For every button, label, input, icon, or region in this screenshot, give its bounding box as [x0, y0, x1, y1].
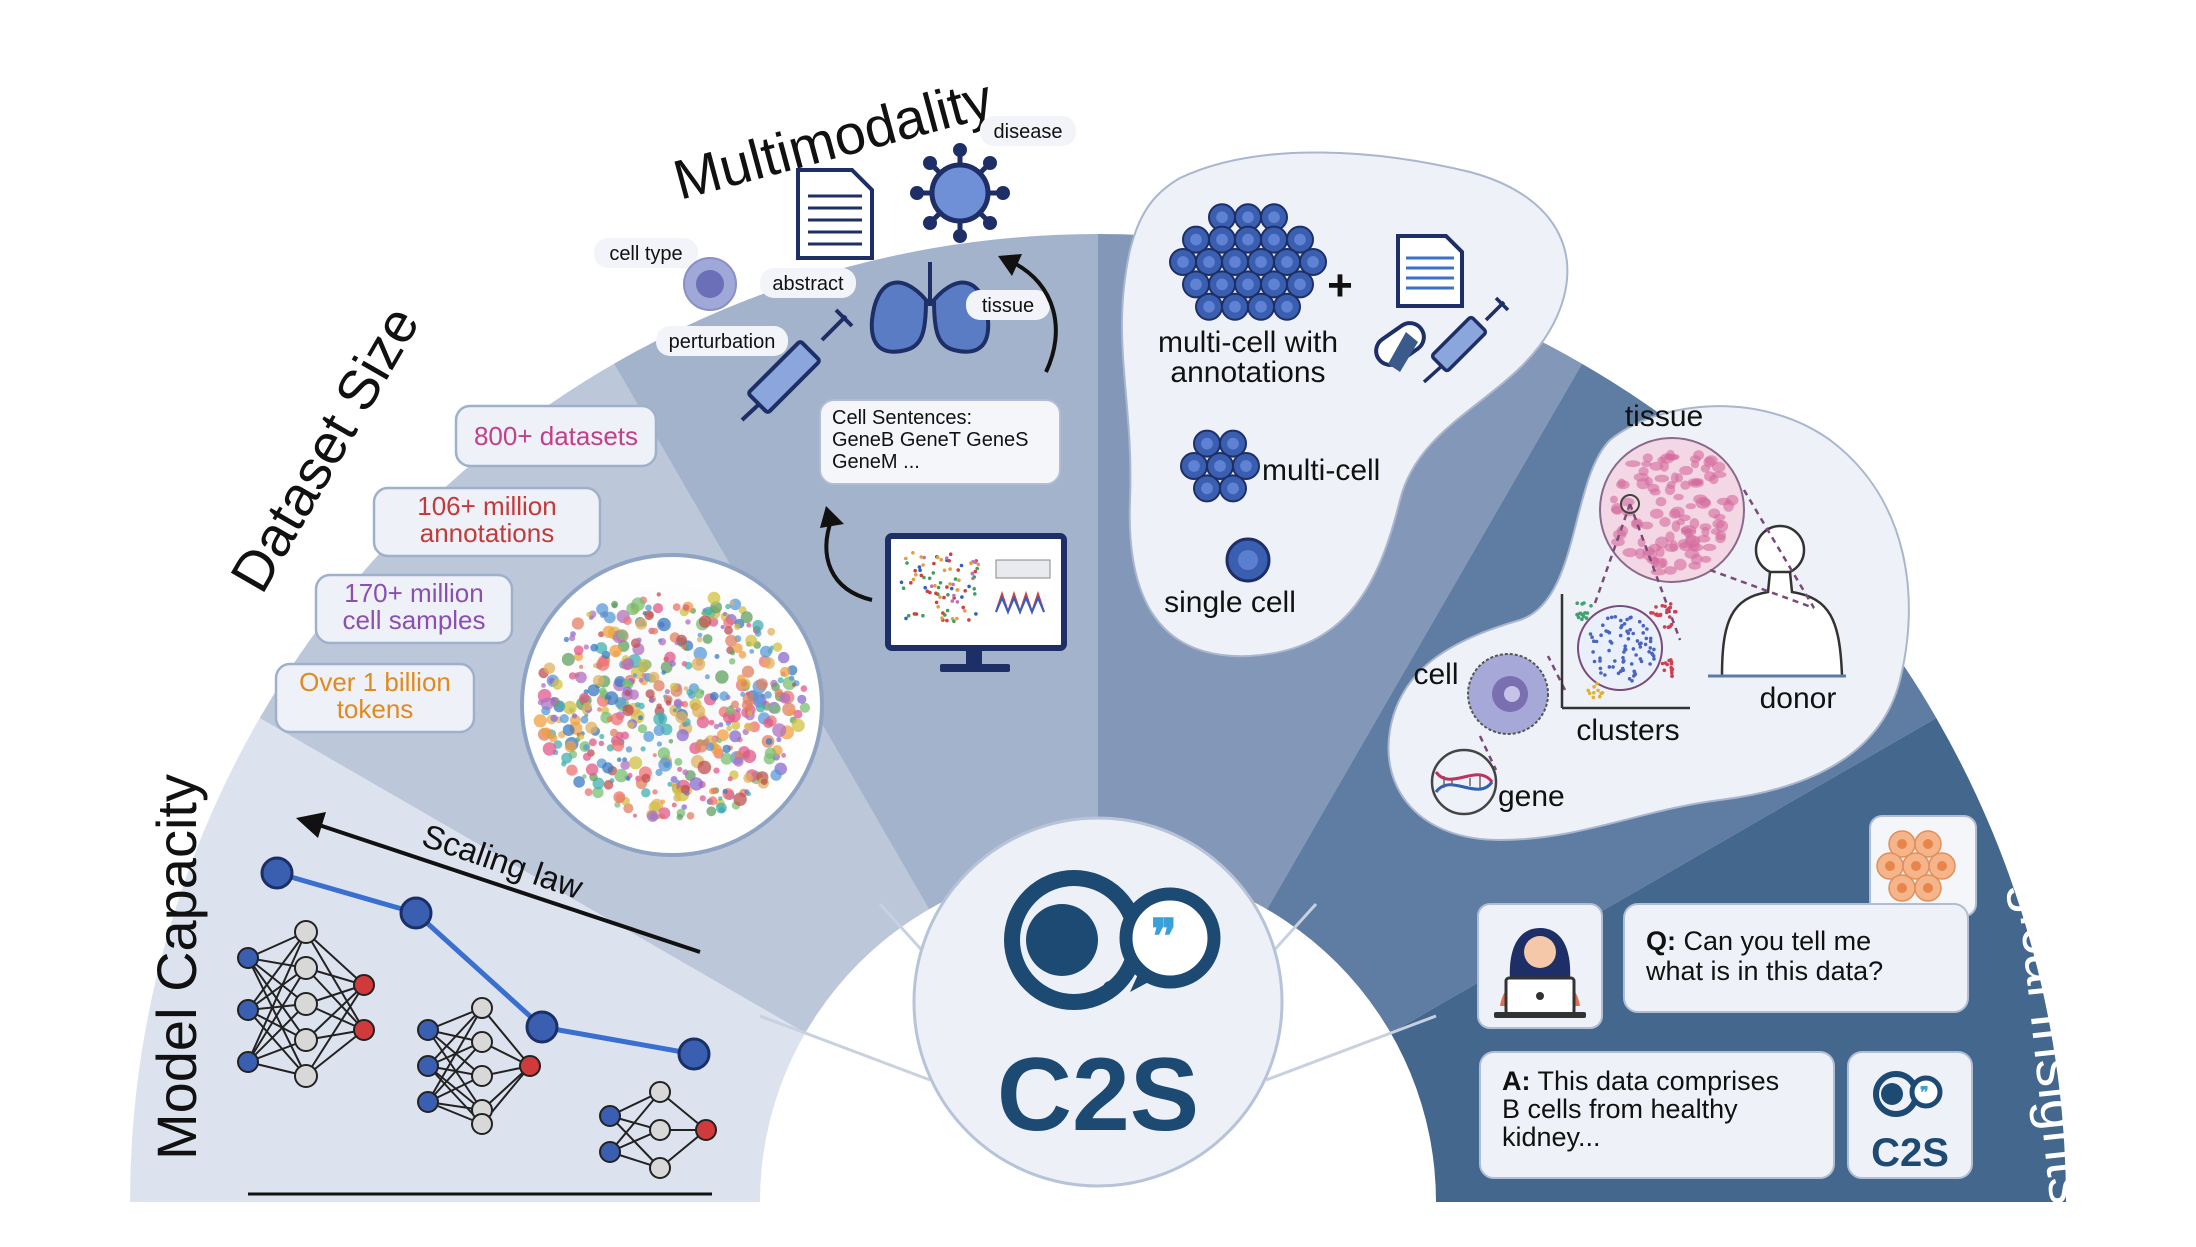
svg-text:abstract: abstract [772, 273, 844, 295]
tag-cell-type: cell type [594, 238, 698, 268]
cell-label: cell [1413, 658, 1458, 691]
syringe-small-icon [1422, 296, 1510, 384]
document-icon [796, 168, 874, 260]
question-box: Q: Can you tell me what is in this data? [1623, 903, 1969, 1013]
svg-text:what is in this data?: what is in this data? [1645, 956, 1883, 986]
multi-cell-label: multi-cell [1262, 454, 1380, 487]
svg-text:Cell Sentences:: Cell Sentences: [832, 407, 972, 429]
scaling-curve [276, 870, 695, 1057]
tissue-label: tissue [1625, 400, 1703, 433]
mini-c2s-logo-text: C2S [1871, 1131, 1949, 1175]
svg-text:cell type: cell type [609, 243, 682, 265]
multimodality-section: Multimodality disease [594, 66, 1076, 672]
annotation-document-icon [1396, 234, 1464, 308]
neural-network-large [237, 920, 375, 1088]
neural-network-small [599, 1081, 717, 1179]
svg-text:A: This data comprises: A: This data comprises [1502, 1066, 1779, 1096]
tag-abstract: abstract [760, 268, 856, 298]
clusters-label: clusters [1576, 714, 1679, 747]
syringe-icon [740, 308, 854, 422]
plus-sign: + [1327, 261, 1353, 310]
svg-text:kidney...: kidney... [1502, 1122, 1601, 1152]
svg-text:❞: ❞ [1151, 911, 1177, 964]
tag-perturbation: perturbation [656, 326, 788, 356]
c2s-logo-text: C2S [997, 1037, 1199, 1153]
cell-image-box [1869, 815, 1977, 917]
model-capacity-title: Model Capacity [145, 774, 208, 1160]
umap-embedding-plot [520, 553, 824, 857]
pill-icon [1374, 321, 1426, 372]
svg-text:❞: ❞ [1920, 1085, 1929, 1102]
svg-text:tissue: tissue [982, 295, 1034, 317]
dna-gene-icon [1430, 748, 1498, 816]
multi-cell-cluster-annotated [1169, 203, 1327, 321]
svg-text:disease: disease [994, 121, 1063, 143]
multi-cell-annotations-label: multi-cell with [1158, 326, 1338, 359]
svg-text:800+ datasets: 800+ datasets [474, 421, 638, 451]
single-cell-icon [1225, 537, 1271, 583]
neural-network-medium [417, 997, 541, 1135]
c2s-logo: ❞ C2S [997, 870, 1221, 1153]
user-laptop-icon [1494, 928, 1586, 1018]
cell-scale-icon [1467, 653, 1549, 735]
user-avatar-box [1477, 903, 1603, 1029]
clusters-scatter [1560, 594, 1690, 710]
cell-icon [683, 257, 737, 311]
virus-icon [910, 143, 1010, 243]
single-cell-label: single cell [1164, 586, 1296, 619]
svg-text:perturbation: perturbation [669, 331, 776, 353]
monitor-icon [885, 533, 1067, 672]
stat-box-datasets: 800+ datasets [454, 404, 658, 468]
multi-cell-annotations-label-2: annotations [1170, 356, 1325, 389]
tissue-micrograph [1599, 437, 1745, 583]
svg-text:GeneB GeneT GeneS: GeneB GeneT GeneS [832, 429, 1028, 451]
gene-label: gene [1498, 780, 1565, 813]
multi-cell-cluster [1180, 429, 1260, 503]
cell-sentence-box: Cell Sentences: GeneB GeneT GeneS GeneM … [819, 399, 1061, 485]
svg-text:GeneM ...: GeneM ... [832, 451, 920, 473]
tag-disease: disease [980, 116, 1076, 146]
mini-c2s-logo-box: ❞ C2S [1847, 1051, 1973, 1179]
tag-tissue: tissue [966, 290, 1050, 320]
donor-label: donor [1760, 682, 1837, 715]
svg-text:B cells from healthy: B cells from healthy [1502, 1094, 1738, 1124]
answer-box: A: This data comprises B cells from heal… [1479, 1051, 1835, 1179]
svg-text:Q: Can you tell me: Q: Can you tell me [1646, 926, 1871, 956]
